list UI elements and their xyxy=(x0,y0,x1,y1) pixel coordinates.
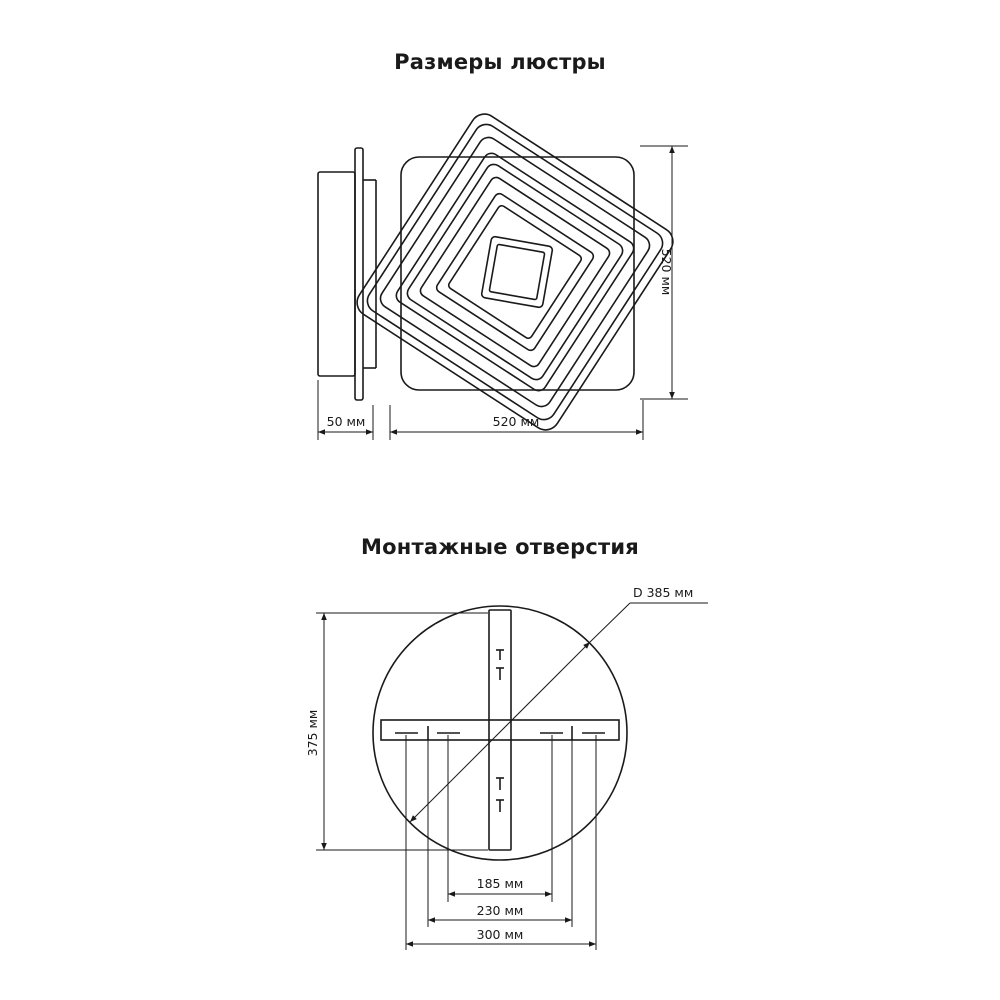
diameter-dimension: D 385 мм xyxy=(409,585,708,823)
width-label: 520 мм xyxy=(493,414,540,429)
mounting-title: Монтажные отверстия xyxy=(361,535,639,559)
height-dimension: 520 мм xyxy=(640,145,688,400)
mounting-height-dimension: 375 мм xyxy=(305,612,488,851)
mounting-plate xyxy=(372,605,628,861)
spacing-dimensions: 185 мм 230 мм 300 мм xyxy=(405,735,597,950)
diameter-label: D 385 мм xyxy=(633,585,693,600)
outer-spacing-label: 300 мм xyxy=(477,927,524,942)
depth-dimension: 50 мм xyxy=(317,380,374,440)
chandelier-side-view xyxy=(317,147,377,401)
middle-spacing-label: 230 мм xyxy=(477,903,524,918)
height-label: 520 мм xyxy=(659,249,674,296)
dimensions-title: Размеры люстры xyxy=(394,50,606,74)
chandelier-front-view xyxy=(356,113,674,431)
width-dimension: 520 мм xyxy=(389,400,644,440)
inner-spacing-label: 185 мм xyxy=(477,876,524,891)
mounting-height-label: 375 мм xyxy=(305,710,320,757)
depth-label: 50 мм xyxy=(327,414,366,429)
